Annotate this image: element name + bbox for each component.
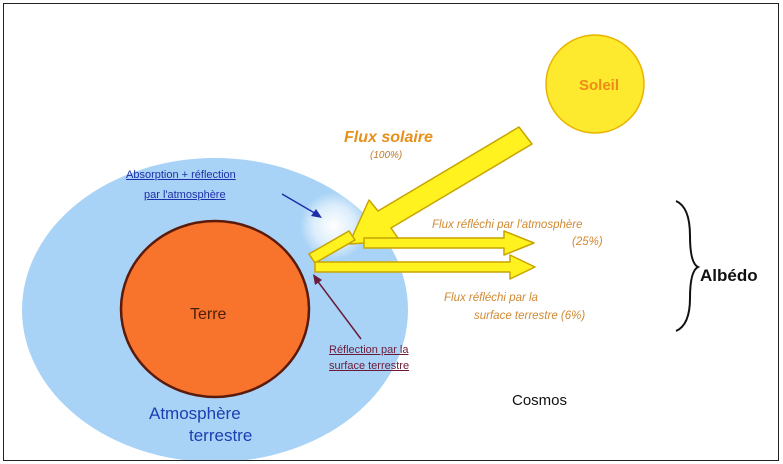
albedo-label: Albédo <box>700 266 758 285</box>
diagram-frame: Soleil Flux solaire (100%) Absorption + … <box>3 3 779 461</box>
surface-pointer-line <box>315 278 362 340</box>
solar-flux-title: Flux solaire <box>344 129 433 146</box>
atmosphere-label-line1: Atmosphère <box>149 404 241 423</box>
sun-circle <box>545 34 645 134</box>
atmosphere-reflection-label-line2: (25%) <box>572 236 603 248</box>
albedo-brace <box>675 200 701 332</box>
absorption-label-line2: par l'atmosphère <box>144 189 226 201</box>
cosmos-label: Cosmos <box>512 392 568 409</box>
albedo-diagram <box>22 34 701 460</box>
absorption-pointer-head <box>311 209 322 218</box>
atmosphere-reflection-label-line1: Flux réfléchi par l'atmosphère <box>432 219 583 231</box>
atmosphere-reflection-arrow <box>363 230 535 256</box>
surface-reflection-label-line2: surface terrestre (6%) <box>474 310 586 322</box>
sun-label: Soleil <box>578 77 619 94</box>
surface-reflection-note-line2: surface terrestre <box>329 360 410 372</box>
atmosphere-label-line2: terrestre <box>189 426 253 445</box>
earth-label: Terre <box>190 306 227 323</box>
surface-reflection-note-line1: Réflection par la <box>329 344 409 356</box>
surface-pointer-head <box>313 274 322 285</box>
solar-flux-percent: (100%) <box>370 150 403 161</box>
absorption-label-line1: Absorption + réflection <box>126 169 236 181</box>
absorption-pointer-line <box>281 193 319 216</box>
surface-reflection-label-line1: Flux réfléchi par la <box>444 292 538 304</box>
surface-reflection-arrow <box>314 254 536 280</box>
earth-circle <box>119 219 311 399</box>
